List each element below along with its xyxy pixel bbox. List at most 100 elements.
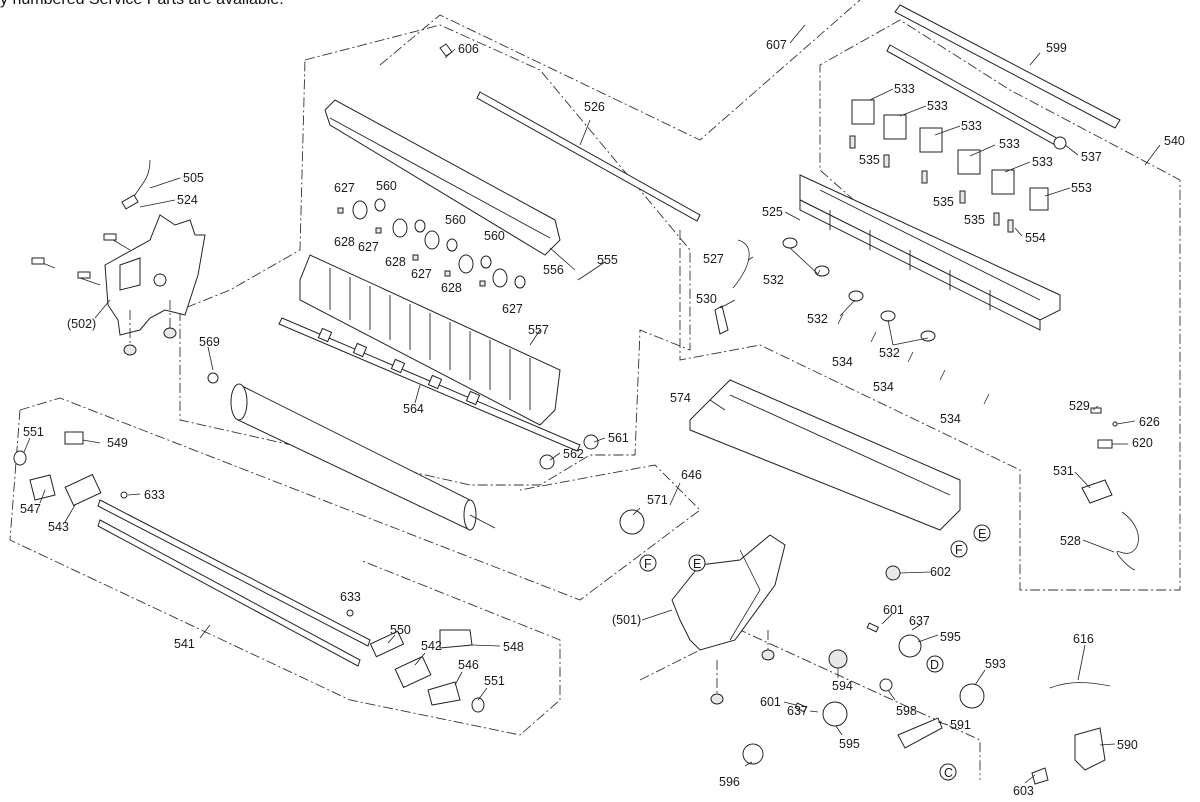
guide-plate-574 [689,379,961,531]
service-parts-note: y numbered Service Parts are available. [0,0,284,9]
label-555: 555 [597,253,618,267]
label-596: 596 [719,775,740,789]
label-541: 541 [174,637,195,651]
label-532-a: 532 [763,273,784,287]
label-646: 646 [681,468,702,482]
label-534-a: 534 [832,355,853,369]
pressure-roller-holders [851,99,1049,211]
label-603: 603 [1013,784,1034,798]
sensor-530 [714,305,729,335]
label-529: 529 [1069,399,1090,413]
label-530: 530 [696,292,717,306]
label-505: 505 [183,171,204,185]
leader-lines [23,24,1161,784]
label-548: 548 [503,640,524,654]
label-543: 543 [48,520,69,534]
label-601-a: 601 [883,603,904,617]
label-533-a: 533 [894,82,915,96]
label-547: 547 [20,502,41,516]
label-599: 599 [1046,41,1067,55]
label-606: 606 [458,42,479,56]
right-side-frame [671,534,786,705]
svg-text:F: F [955,543,963,557]
paper-support-599 [894,4,1121,129]
label-560-b: 560 [445,213,466,227]
guide-rollers [337,198,526,289]
label-531: 531 [1053,464,1074,478]
label-533-c: 533 [961,119,982,133]
svg-text:F: F [644,557,652,571]
paper-guide-lower [299,254,561,426]
label-562: 562 [563,447,584,461]
label-594: 594 [832,679,853,693]
platen-roller [230,383,496,531]
paper-path-unit [799,174,1061,331]
label-627-a: 627 [334,181,355,195]
label-540: 540 [1164,134,1185,148]
tractor-parts-left [13,431,128,507]
label-532-c: 532 [879,346,900,360]
label-595-b: 595 [839,737,860,751]
bushing-562 [539,454,555,470]
connector-F-1: F [950,540,968,558]
group-outline-frame-right [639,629,981,780]
label-616: 616 [1073,632,1094,646]
label-549: 549 [107,436,128,450]
label-535-b: 535 [933,195,954,209]
cable-527 [732,239,750,289]
roller-shaft-537 [886,44,1067,150]
label-501: (501) [612,613,641,627]
tractor-shafts-541 [97,499,371,667]
springs-535 [849,135,1014,233]
label-550: 550 [390,623,411,637]
group-outline-540 [679,19,1181,591]
label-532-b: 532 [807,312,828,326]
label-546: 546 [458,658,479,672]
label-627-b: 627 [358,240,379,254]
connector-E-1: E [973,524,991,542]
left-side-frame [31,159,206,356]
label-627-c: 627 [411,267,432,281]
label-537: 537 [1081,150,1102,164]
label-534-b: 534 [873,380,894,394]
label-595-a: 595 [940,630,961,644]
label-551-a: 551 [23,425,44,439]
label-633-a: 633 [144,488,165,502]
label-620: 620 [1132,436,1153,450]
label-627-d: 627 [502,302,523,316]
label-590: 590 [1117,738,1138,752]
label-551-b: 551 [484,674,505,688]
group-outline-646 [19,397,701,601]
svg-text:C: C [944,766,953,780]
label-535-a: 535 [859,153,880,167]
label-556: 556 [543,263,564,277]
label-628-a: 628 [334,235,355,249]
part-labels: 505 524 (502) 569 606 526 607 599 540 53… [20,38,1185,798]
bushing-561 [583,434,599,450]
label-602: 602 [930,565,951,579]
label-574: 574 [670,391,691,405]
paper-guide-upper [324,99,561,256]
label-535-c: 535 [964,213,985,227]
label-557: 557 [528,323,549,337]
label-526: 526 [584,100,605,114]
label-593: 593 [985,657,1006,671]
label-564: 564 [403,402,424,416]
label-525: 525 [762,205,783,219]
lever-assembly-590 [1031,682,1111,785]
label-601-b: 601 [760,695,781,709]
label-569: 569 [199,335,220,349]
label-561: 561 [608,431,629,445]
label-628-c: 628 [441,281,462,295]
tractor-parts-right [346,609,485,713]
svg-text:D: D [930,658,939,672]
label-626: 626 [1139,415,1160,429]
group-outline-555 [179,24,691,486]
connector-E-2: E [688,554,706,572]
sensor-assembly-right [1081,407,1139,571]
connector-F-2: F [639,554,657,572]
label-554: 554 [1025,231,1046,245]
group-outline-541 [9,409,561,736]
label-533-b: 533 [927,99,948,113]
connector-D: D [926,655,944,673]
